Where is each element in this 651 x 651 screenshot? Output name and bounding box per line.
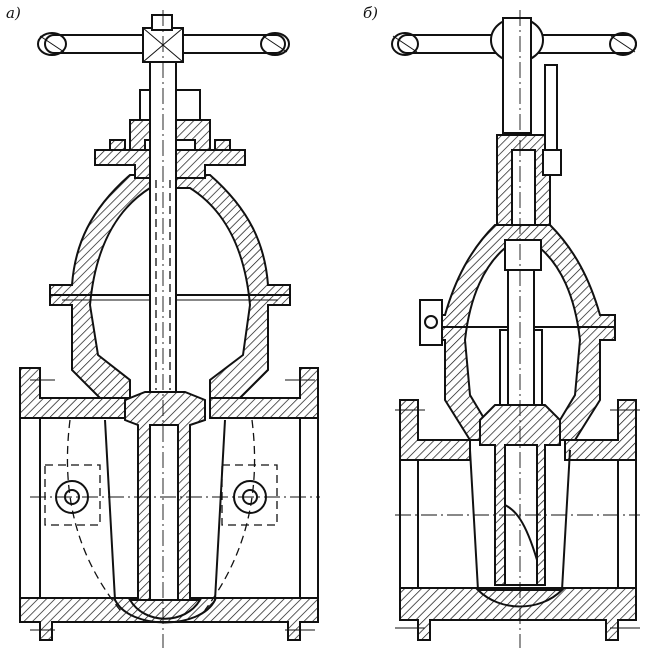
handwheel-a xyxy=(37,14,290,63)
panel-label-b: б) xyxy=(363,4,378,22)
bypass-ports-a xyxy=(44,419,278,611)
centerlines-b xyxy=(395,10,640,648)
valve-view-a xyxy=(19,10,320,648)
handwheel-b xyxy=(391,17,637,176)
gate-wedge-a xyxy=(104,391,226,624)
centerlines-a xyxy=(30,10,320,648)
stem-b xyxy=(499,269,543,411)
pipe-body-b xyxy=(399,399,637,641)
valve-view-b xyxy=(391,10,640,648)
panel-label-a: а) xyxy=(6,4,21,22)
